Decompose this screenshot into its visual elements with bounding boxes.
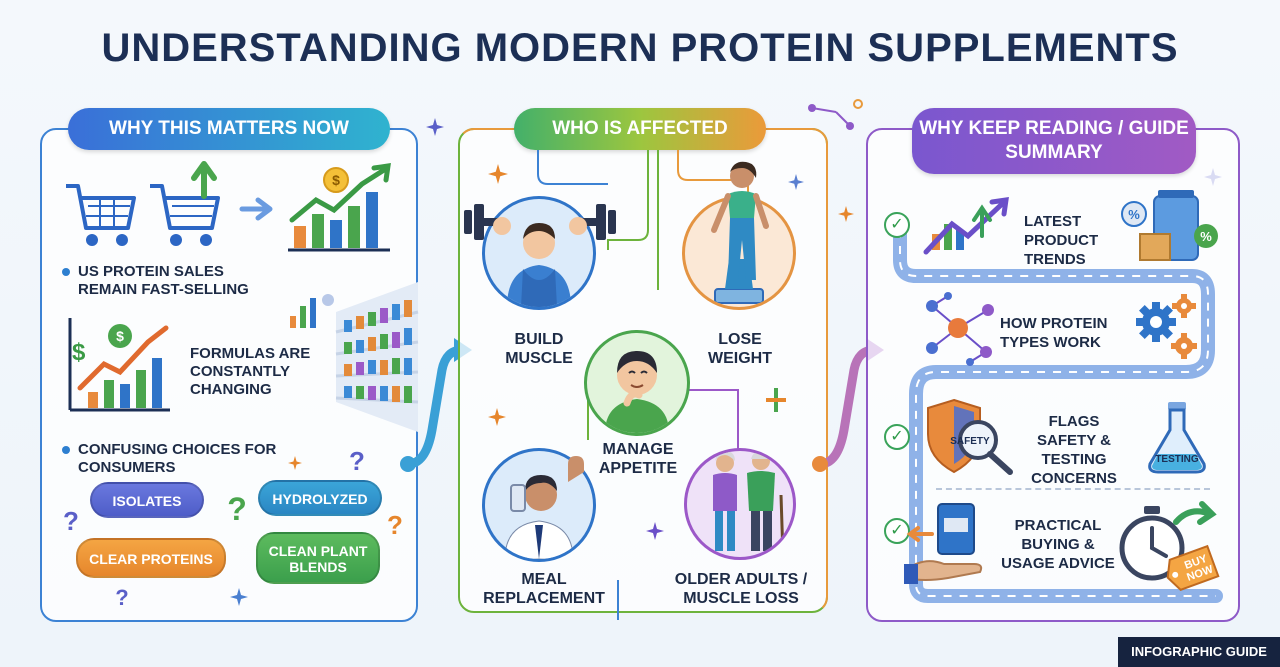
group-manage-appetite: MANAGE APPETITE bbox=[598, 441, 678, 477]
question-mark-icon: ? bbox=[63, 506, 79, 536]
point-formulas: FORMULAS ARE CONSTANTLY CHANGING bbox=[190, 345, 311, 398]
svg-text:?: ? bbox=[227, 491, 247, 527]
svg-text:%: % bbox=[1128, 207, 1140, 222]
sparkle-icon bbox=[646, 522, 664, 540]
question-mark-icon: ? bbox=[349, 446, 365, 476]
sparkle-icon bbox=[838, 206, 854, 222]
sparkle-icon bbox=[230, 588, 248, 606]
group-meal-replacement: MEAL REPLACEMENT bbox=[483, 571, 605, 607]
road-path bbox=[893, 223, 1223, 603]
fist-icon bbox=[568, 456, 584, 482]
sparkle-icon bbox=[488, 408, 506, 426]
svg-text:?: ? bbox=[115, 585, 128, 610]
bubble-clear-proteins: CLEAR PROTEINS bbox=[76, 538, 226, 578]
stopwatch-icon bbox=[1119, 501, 1220, 592]
dumbbell-icon bbox=[464, 204, 616, 240]
sparkle-icon bbox=[488, 164, 508, 184]
question-mark-icon: ? bbox=[227, 491, 247, 527]
question-mark-icon: ? bbox=[115, 585, 128, 610]
growth-chart-icon: $ bbox=[288, 163, 391, 252]
section-heading-why-matters: WHY THIS MATTERS NOW bbox=[68, 108, 390, 150]
page-title: UNDERSTANDING MODERN PROTEIN SUPPLEMENTS bbox=[101, 26, 1179, 70]
point-sales: US PROTEIN SALES REMAIN FAST-SELLING bbox=[78, 263, 249, 298]
section-heading-who-affected: WHO IS AFFECTED bbox=[514, 108, 766, 150]
avatar-older-adults bbox=[684, 448, 796, 560]
plus-icon bbox=[766, 388, 786, 412]
svg-text:?: ? bbox=[63, 506, 79, 536]
molecule-icon bbox=[808, 99, 863, 130]
bubble-hydrolyzed: HYDROLYZED bbox=[258, 480, 382, 516]
check-icon: ✓ bbox=[884, 518, 910, 544]
summary-buying-advice: PRACTICAL BUYING & USAGE ADVICE bbox=[1001, 517, 1115, 572]
summary-product-trends: LATEST PRODUCT TRENDS bbox=[1024, 213, 1099, 268]
avatar-manage-appetite bbox=[584, 330, 690, 436]
question-mark-icon: ? bbox=[387, 510, 403, 540]
sparkle-icon bbox=[788, 174, 804, 190]
svg-text:?: ? bbox=[349, 446, 365, 476]
avatar-meal-replacement bbox=[482, 448, 596, 562]
bubble-isolates: ISOLATES bbox=[90, 482, 204, 518]
summary-protein-types: HOW PROTEIN TYPES WORK bbox=[1000, 315, 1108, 351]
svg-text:%: % bbox=[1200, 229, 1212, 244]
svg-text:$: $ bbox=[332, 172, 340, 188]
gears-icon bbox=[1136, 294, 1197, 359]
woman-figure-icon bbox=[711, 161, 769, 280]
shield-text: SAFETY bbox=[950, 436, 990, 447]
flask-text: TESTING bbox=[1155, 454, 1199, 465]
avatar-build-muscle bbox=[482, 196, 596, 310]
arrow-right-icon bbox=[239, 197, 273, 221]
bullet bbox=[62, 446, 70, 454]
shopping-cart-icon bbox=[66, 184, 136, 246]
mini-bar-chart-icon bbox=[290, 294, 334, 328]
svg-text:$: $ bbox=[116, 328, 124, 344]
product-boxes-icon: % % bbox=[1121, 190, 1218, 261]
bubble-clean-plant-blends: CLEAN PLANT BLENDS bbox=[256, 532, 380, 584]
sparkle-icon bbox=[288, 456, 302, 470]
group-lose-weight: LOSE WEIGHT bbox=[708, 331, 772, 367]
store-shelves-icon bbox=[335, 282, 419, 432]
point-confusing: CONFUSING CHOICES FOR CONSUMERS bbox=[78, 441, 277, 476]
divider bbox=[936, 488, 1210, 490]
summary-safety-testing: FLAGS SAFETY & TESTING CONCERNS bbox=[1031, 413, 1117, 487]
bullet bbox=[62, 268, 70, 276]
hand-bag-icon bbox=[904, 503, 983, 584]
sparkle-icon bbox=[426, 118, 444, 136]
footer-tag: INFOGRAPHIC GUIDE bbox=[1118, 637, 1280, 667]
group-build-muscle: BUILD MUSCLE bbox=[505, 331, 573, 367]
svg-text:?: ? bbox=[387, 510, 403, 540]
molecule-network-icon bbox=[926, 292, 994, 366]
shield-icon: SAFETY bbox=[927, 398, 1013, 475]
section-heading-guide-summary: WHY KEEP READING / GUIDE SUMMARY bbox=[912, 108, 1196, 174]
money-chart-icon: $ $ bbox=[68, 318, 170, 412]
check-icon: ✓ bbox=[884, 424, 910, 450]
check-icon: ✓ bbox=[884, 212, 910, 238]
shopping-cart-up-icon bbox=[150, 161, 220, 246]
svg-text:$: $ bbox=[72, 339, 86, 366]
trend-arrows-icon bbox=[923, 197, 1009, 255]
group-older-adults: OLDER ADULTS / MUSCLE LOSS bbox=[674, 571, 808, 607]
flask-icon: TESTING bbox=[1148, 402, 1206, 474]
